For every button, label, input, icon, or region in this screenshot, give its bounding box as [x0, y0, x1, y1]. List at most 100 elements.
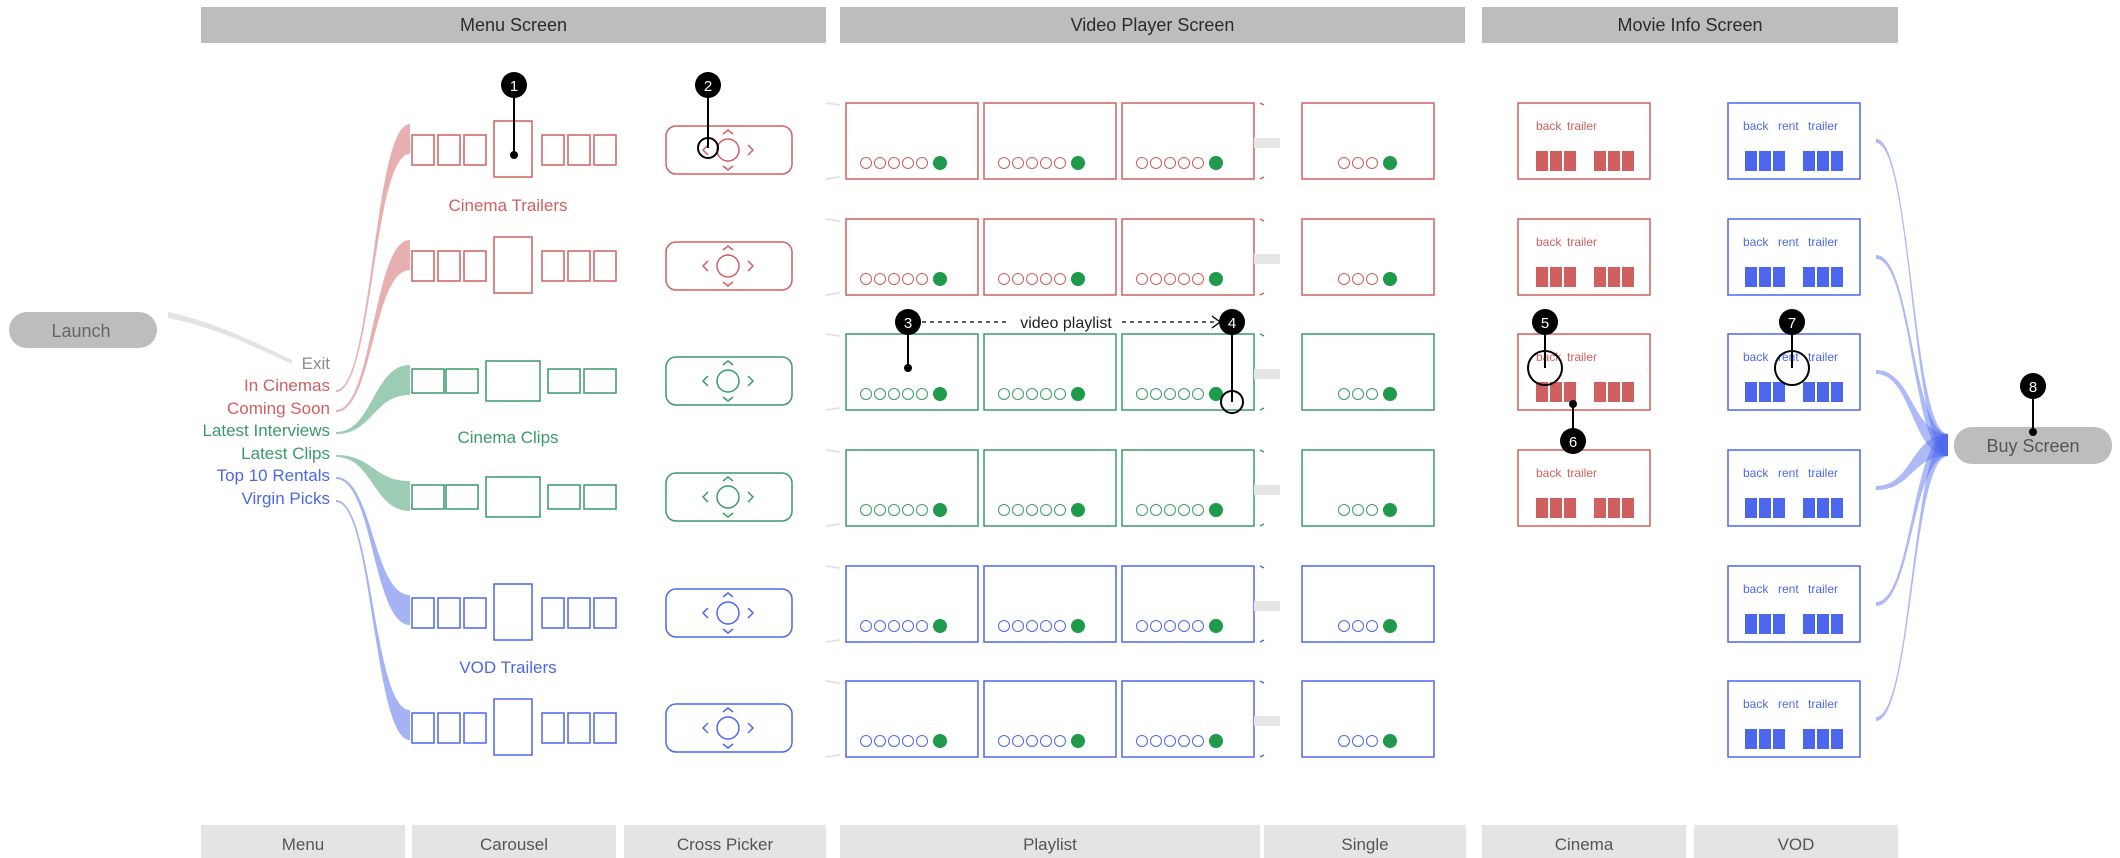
- menu-item: Exit: [302, 354, 331, 373]
- carousel-row-3: [411, 476, 617, 518]
- carousel-row-1: [411, 236, 617, 294]
- callout-number: 1: [510, 78, 518, 95]
- playlist-edge-shade: [825, 565, 841, 643]
- media-control-icon: [1136, 620, 1148, 632]
- vod-thumb: [1817, 729, 1829, 749]
- group-label: VOD Trailers: [459, 658, 556, 677]
- carousel-tile: [445, 368, 479, 394]
- buy-pill: [1954, 427, 2112, 464]
- vod-thumb: [1831, 729, 1843, 749]
- cross-picker-1: [665, 241, 793, 291]
- media-control-icon: [902, 620, 914, 632]
- carousel-tile: [485, 476, 541, 518]
- playlist-edge-shade: [825, 449, 841, 527]
- vod-thumb: [1831, 382, 1843, 402]
- menu-item: Coming Soon: [227, 399, 330, 418]
- media-control-icon: [1026, 620, 1038, 632]
- cross-picker-frame: [665, 472, 793, 522]
- video-frame: [845, 449, 979, 527]
- media-control-icon: [1026, 735, 1038, 747]
- ribbon-to-buy: [1876, 139, 1948, 456]
- carousel-tile: [567, 597, 591, 629]
- playlist-row-4: [825, 565, 1435, 643]
- cross-picker-frame: [665, 356, 793, 406]
- vod-rent-button: rent: [1778, 582, 1799, 596]
- media-control-icon: [1164, 735, 1176, 747]
- menu-item: Virgin Picks: [242, 489, 331, 508]
- media-control-icon: [1192, 620, 1204, 632]
- carousel-tile: [567, 712, 591, 744]
- cross-picker-frame: [665, 588, 793, 638]
- media-control-icon: [1040, 157, 1052, 169]
- cross-picker-center: [716, 601, 740, 625]
- single-frame: [1301, 333, 1435, 411]
- play-indicator: [1071, 734, 1085, 748]
- carousel-tile: [437, 134, 461, 166]
- media-control-icon: [1026, 388, 1038, 400]
- media-control-icon: [1164, 388, 1176, 400]
- ribbon-to-buy: [1876, 434, 1948, 606]
- single-frame: [1301, 102, 1435, 180]
- video-frame: [1121, 333, 1255, 411]
- cinema-trailer-button: trailer: [1567, 235, 1597, 249]
- header-bar: [1482, 7, 1898, 43]
- footer-title: Menu: [282, 835, 325, 854]
- chevron-right-icon: [747, 375, 755, 387]
- play-indicator: [933, 619, 947, 633]
- cross-picker-5: [665, 703, 793, 753]
- carousel-tile: [541, 712, 565, 744]
- callout-badge: [1779, 309, 1805, 335]
- footer-bar: [1264, 825, 1466, 858]
- media-control-icon: [902, 735, 914, 747]
- media-control-icon: [1164, 157, 1176, 169]
- media-control-icon: [888, 388, 900, 400]
- launch-connector: [168, 312, 292, 364]
- footer-bar: [840, 825, 1260, 858]
- media-control-icon: [1136, 504, 1148, 516]
- media-control-icon: [874, 157, 886, 169]
- play-indicator: [1071, 619, 1085, 633]
- vod-trailer-button: trailer: [1808, 119, 1838, 133]
- media-control-icon: [1192, 388, 1204, 400]
- media-control-icon: [860, 157, 872, 169]
- callout-7: 7: [1774, 309, 1810, 386]
- cinema-back-button: back: [1536, 466, 1562, 480]
- cross-picker-center: [716, 369, 740, 393]
- ribbon-in-cinemas: [336, 124, 410, 392]
- callout-badge: [695, 72, 721, 98]
- play-indicator: [1209, 734, 1223, 748]
- chevron-up-icon: [722, 592, 734, 598]
- media-control-icon: [998, 388, 1010, 400]
- vod-back-button: back: [1743, 119, 1769, 133]
- carousel-tile: [463, 250, 487, 282]
- media-control-icon: [1366, 620, 1378, 632]
- media-control-icon: [1150, 157, 1162, 169]
- vod-rent-button: rent: [1778, 697, 1799, 711]
- media-control-icon: [1178, 735, 1190, 747]
- play-indicator: [1383, 387, 1397, 401]
- vod-back-button: back: [1743, 235, 1769, 249]
- media-control-icon: [1338, 388, 1350, 400]
- callout-ring: [1220, 390, 1244, 414]
- group-label: Cinema Clips: [457, 428, 558, 447]
- cross-picker-frame: [665, 125, 793, 175]
- vod-thumb: [1759, 498, 1771, 518]
- chevron-left-icon: [701, 144, 709, 156]
- media-control-icon: [1338, 735, 1350, 747]
- media-control-icon: [1338, 273, 1350, 285]
- cinema-info-frame: [1517, 333, 1651, 411]
- chevron-down-icon: [722, 281, 734, 287]
- header-0: Menu Screen: [201, 7, 826, 43]
- playlist-row-0: [825, 102, 1435, 180]
- video-frame: [1121, 102, 1255, 180]
- chevron-right-icon: [747, 260, 755, 272]
- carousel-tile: [547, 484, 581, 510]
- vod-back-button: back: [1743, 697, 1769, 711]
- play-indicator: [933, 503, 947, 517]
- vod-back-button: back: [1743, 466, 1769, 480]
- vod-thumb: [1803, 498, 1815, 518]
- callout-badge: [501, 72, 527, 98]
- vod-thumb: [1803, 382, 1815, 402]
- vod-thumb: [1773, 151, 1785, 171]
- playlist-row-3: [825, 449, 1435, 527]
